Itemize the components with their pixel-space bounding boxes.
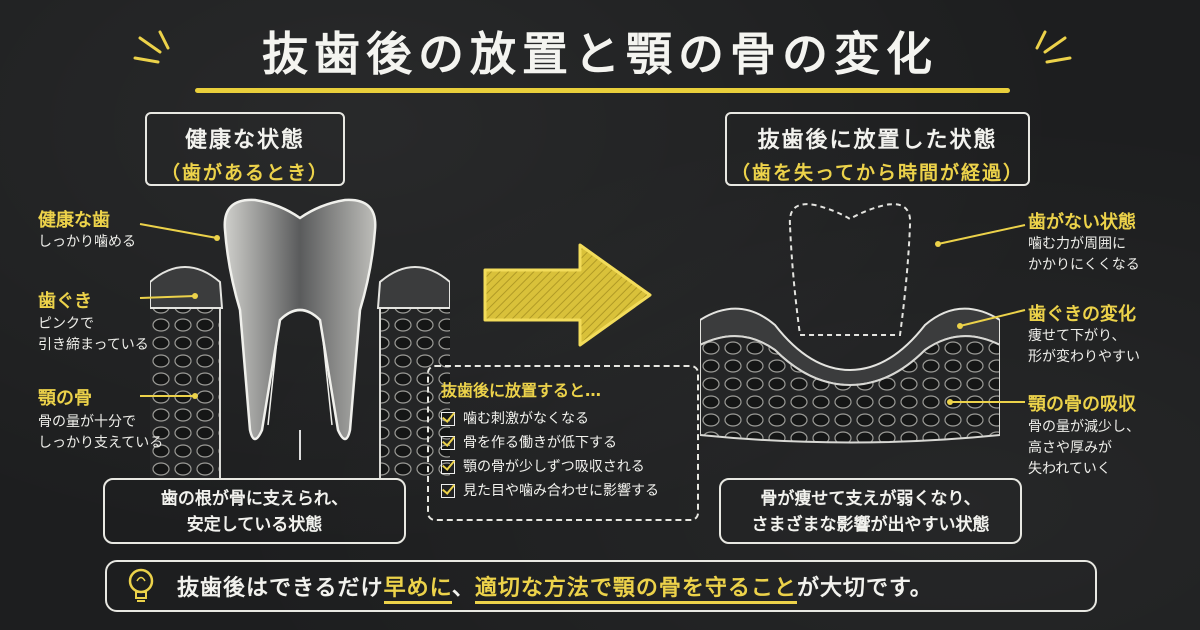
desc-line: 骨の量が減少し、 — [1028, 417, 1140, 438]
left-subheading: （歯があるとき） — [147, 158, 343, 185]
label-no-tooth: 歯がない状態 — [1028, 208, 1136, 234]
checklist-box: 抜歯後に放置すると… 噛む刺激がなくなる 骨を作る働きが低下する 顎の骨が少しず… — [427, 365, 699, 521]
note-line: さまざまな影響が出やすい状態 — [721, 512, 1020, 538]
label-healthy-tooth: 健康な歯 — [38, 206, 110, 232]
lightbulb-icon — [125, 566, 157, 606]
missing-tooth-outline — [790, 204, 910, 335]
left-heading: 健康な状態 — [147, 122, 343, 154]
right-bottom-note: 骨が痩せて支えが弱くなり、 さまざまな影響が出やすい状態 — [719, 478, 1022, 544]
desc-line: しっかり噛める — [38, 232, 136, 253]
footer-part: が大切です。 — [797, 576, 933, 601]
label-gum-desc: ピンクで 引き締まっている — [38, 314, 149, 356]
right-heading: 抜歯後に放置した状態 — [727, 122, 1028, 154]
desc-line: 形が変わりやすい — [1028, 347, 1140, 368]
desc-line: 失われていく — [1028, 459, 1140, 480]
desc-line: 高さや厚みが — [1028, 438, 1140, 459]
left-bottom-note: 歯の根が骨に支えられ、 安定している状態 — [103, 478, 406, 544]
left-pointer-lines — [135, 210, 235, 410]
desc-line: 骨の量が十分で — [38, 412, 163, 433]
label-bone-resorption-desc: 骨の量が減少し、 高さや厚みが 失われていく — [1028, 417, 1140, 480]
desc-line: 引き締まっている — [38, 335, 149, 356]
checklist-item-text: 見た目や噛み合わせに影響する — [463, 479, 659, 503]
label-no-tooth-desc: 噛む力が周囲に かかりにくくなる — [1028, 234, 1140, 276]
label-gum: 歯ぐき — [38, 287, 92, 313]
checklist-item: 顎の骨が少しずつ吸収される — [441, 455, 685, 479]
desc-line: ピンクで — [38, 314, 149, 335]
checklist-item: 骨を作る働きが低下する — [441, 431, 685, 455]
label-gum-change-desc: 痩せて下がり、 形が変わりやすい — [1028, 326, 1140, 368]
checklist-item: 噛む刺激がなくなる — [441, 407, 685, 431]
checkbox-icon — [441, 412, 455, 426]
checkbox-icon — [441, 436, 455, 450]
footer-part: 、 — [452, 576, 475, 601]
label-healthy-tooth-desc: しっかり噛める — [38, 232, 136, 253]
footer-message-box: 抜歯後はできるだけ早めに、適切な方法で顎の骨を守ることが大切です。 — [105, 560, 1097, 612]
right-subheading: （歯を失ってから時間が経過） — [727, 158, 1028, 185]
page-title: 抜歯後の放置と顎の骨の変化 — [0, 18, 1200, 84]
note-line: 安定している状態 — [105, 512, 404, 538]
footer-highlight-early: 早めに — [384, 576, 452, 604]
checklist-item: 見た目や噛み合わせに影響する — [441, 479, 685, 503]
checklist-item-text: 骨を作る働きが低下する — [463, 431, 617, 455]
right-heading-box: 抜歯後に放置した状態 （歯を失ってから時間が経過） — [725, 112, 1030, 186]
label-gum-change: 歯ぐきの変化 — [1028, 300, 1136, 326]
desc-line: 噛む力が周囲に — [1028, 234, 1140, 255]
arrow-right-icon — [480, 240, 660, 350]
desc-line: かかりにくくなる — [1028, 255, 1140, 276]
note-line: 骨が痩せて支えが弱くなり、 — [721, 486, 1020, 512]
tooth-shape — [225, 200, 376, 439]
desc-line: しっかり支えている — [38, 433, 163, 454]
right-pointer-lines — [930, 220, 1030, 420]
footer-part: 抜歯後はできるだけ — [177, 576, 384, 601]
label-bone-resorption: 顎の骨の吸収 — [1028, 390, 1136, 416]
label-jaw-bone-desc: 骨の量が十分で しっかり支えている — [38, 412, 163, 454]
label-jaw-bone: 顎の骨 — [38, 384, 92, 410]
note-line: 歯の根が骨に支えられ、 — [105, 486, 404, 512]
left-heading-box: 健康な状態 （歯があるとき） — [145, 112, 345, 186]
checklist-item-text: 顎の骨が少しずつ吸収される — [463, 455, 645, 479]
desc-line: 痩せて下がり、 — [1028, 326, 1140, 347]
footer-highlight-method: 適切な方法で顎の骨を守ること — [475, 576, 797, 604]
checklist-title: 抜歯後に放置すると… — [441, 377, 685, 401]
title-underline — [195, 88, 1010, 93]
checklist-item-text: 噛む刺激がなくなる — [463, 407, 589, 431]
footer-text: 抜歯後はできるだけ早めに、適切な方法で顎の骨を守ることが大切です。 — [177, 570, 933, 602]
checkbox-icon — [441, 484, 455, 498]
checkbox-icon — [441, 460, 455, 474]
